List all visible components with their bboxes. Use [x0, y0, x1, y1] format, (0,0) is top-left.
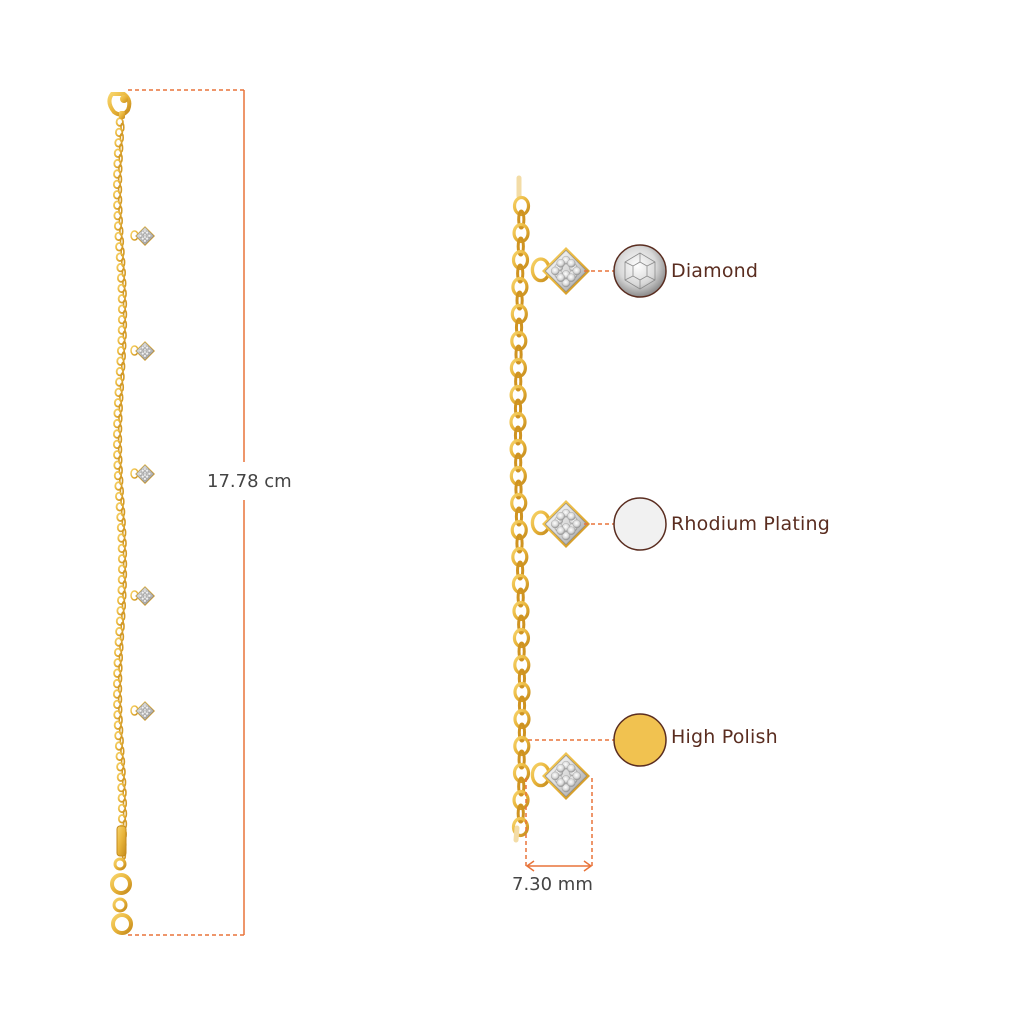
closeup-charm [530, 752, 590, 800]
bracelet-length-label: 17.78 cm [207, 471, 292, 492]
end-rings [110, 857, 133, 935]
closeup-charms [530, 247, 590, 800]
chain-tag [116, 825, 127, 857]
bracelet-charm [130, 586, 155, 606]
closeup-chain [509, 175, 531, 843]
bracelet-charm [130, 226, 155, 246]
bracelet-chain [112, 117, 128, 860]
closeup-charm [530, 247, 590, 295]
high-polish-swatch [613, 713, 667, 767]
bracelet-charm [130, 701, 155, 721]
rhodium-swatch [613, 497, 667, 551]
material-label-rhodium: Rhodium Plating [671, 513, 831, 535]
length-dimension-line [128, 89, 246, 936]
material-label-high-polish: High Polish [671, 726, 778, 748]
lobster-clasp [107, 92, 132, 119]
diamond-icon [613, 244, 667, 298]
material-label-diamond: Diamond [671, 260, 759, 282]
bracelet-charm [130, 341, 155, 361]
closeup-charm [530, 500, 590, 548]
material-leader-lines [528, 270, 614, 741]
bracelet-charm [130, 464, 155, 484]
charm-width-label: 7.30 mm [512, 874, 593, 895]
bracelet-charms [130, 226, 155, 721]
charm-width-dimension [525, 778, 593, 872]
